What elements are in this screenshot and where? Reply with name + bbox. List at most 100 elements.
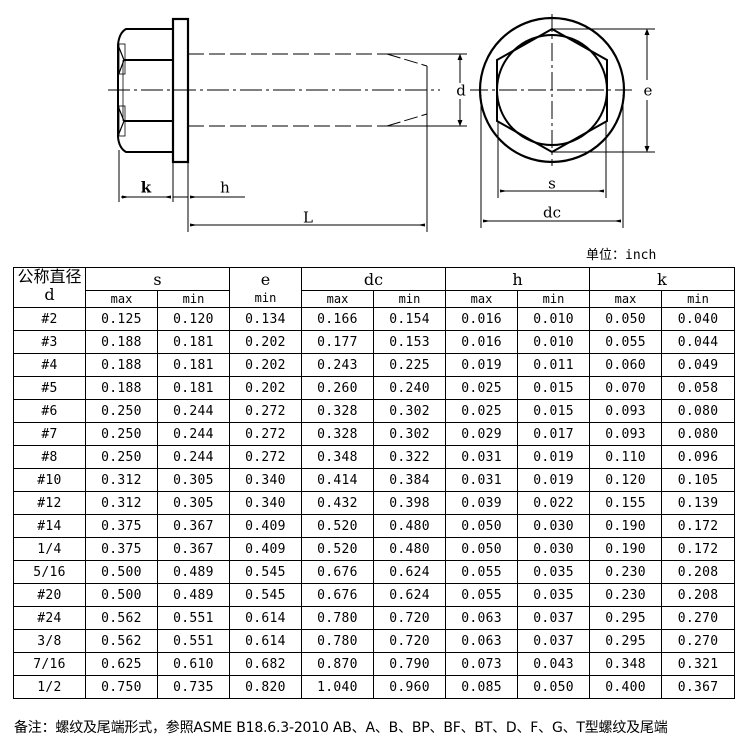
cell-k-min: 0.080 <box>661 399 736 423</box>
cell-h-min: 0.015 <box>517 399 591 423</box>
cell-k-min: 0.058 <box>661 376 736 400</box>
cell-nominal-d: #4 <box>13 353 86 377</box>
cell-s-min: 0.120 <box>157 307 230 331</box>
shank <box>188 53 467 127</box>
cell-s-max: 0.188 <box>85 376 158 400</box>
cell-k-min: 0.105 <box>661 468 736 492</box>
hex-head-end-view <box>470 14 632 166</box>
cell-s-min: 0.551 <box>157 629 230 653</box>
cell-k-max: 0.230 <box>589 560 663 584</box>
cell-k-max: 0.055 <box>589 330 663 354</box>
cell-h-min: 0.037 <box>517 629 591 653</box>
cell-nominal-d: #5 <box>13 376 86 400</box>
header-nominal-symbol: d <box>44 285 55 304</box>
cell-k-min: 0.040 <box>661 307 736 331</box>
cell-h-min: 0.019 <box>517 468 591 492</box>
cell-s-min: 0.367 <box>157 537 230 561</box>
cell-nominal-d: #24 <box>13 606 86 630</box>
header-k-max: max <box>589 290 663 308</box>
cell-k-max: 0.400 <box>589 675 663 699</box>
cell-s-max: 0.375 <box>85 537 158 561</box>
cell-nominal-d: 1/2 <box>13 675 86 699</box>
cell-dc-max: 0.676 <box>301 560 374 584</box>
cell-dc-min: 0.480 <box>372 514 447 538</box>
cell-k-max: 0.295 <box>589 606 663 630</box>
cell-s-min: 0.244 <box>157 399 230 423</box>
length-dimensions <box>118 114 428 232</box>
dc-label: dc <box>542 203 562 222</box>
cell-dc-max: 0.780 <box>301 606 374 630</box>
cell-k-min: 0.096 <box>661 445 736 469</box>
cell-k-min: 0.049 <box>661 353 736 377</box>
cell-dc-min: 0.154 <box>372 307 447 331</box>
cell-dc-max: 0.166 <box>301 307 374 331</box>
hex-head-side-view <box>117 28 173 153</box>
cell-h-min: 0.010 <box>517 330 591 354</box>
header-h: h <box>445 267 591 291</box>
L-label: L <box>303 208 313 227</box>
cell-nominal-d: #7 <box>13 422 86 446</box>
header-e-symbol: e <box>260 270 271 289</box>
cell-s-max: 0.500 <box>85 583 158 607</box>
cell-k-max: 0.093 <box>589 422 663 446</box>
cell-s-max: 0.188 <box>85 330 158 354</box>
cell-k-max: 0.050 <box>589 307 663 331</box>
cell-s-min: 0.305 <box>157 491 230 515</box>
cell-s-min: 0.551 <box>157 606 230 630</box>
cell-k-min: 0.208 <box>661 560 736 584</box>
cell-k-max: 0.348 <box>589 652 663 676</box>
cell-dc-min: 0.398 <box>372 491 447 515</box>
cell-dc-min: 0.384 <box>372 468 447 492</box>
cell-h-max: 0.085 <box>445 675 519 699</box>
cell-h-max: 0.050 <box>445 537 519 561</box>
cell-s-max: 0.750 <box>85 675 158 699</box>
cell-nominal-d: 7/16 <box>13 652 86 676</box>
cell-s-min: 0.244 <box>157 422 230 446</box>
cell-h-max: 0.039 <box>445 491 519 515</box>
cell-h-max: 0.073 <box>445 652 519 676</box>
header-e-min: min <box>254 291 277 305</box>
cell-h-min: 0.037 <box>517 606 591 630</box>
cell-e-min: 0.545 <box>229 560 302 584</box>
cell-dc-min: 0.624 <box>372 583 447 607</box>
header-dc-min: min <box>372 290 447 308</box>
cell-dc-min: 0.624 <box>372 560 447 584</box>
header-s-min: min <box>157 290 230 308</box>
cell-dc-max: 0.243 <box>301 353 374 377</box>
cell-e-min: 0.272 <box>229 445 302 469</box>
cell-k-min: 0.172 <box>661 514 736 538</box>
cell-k-max: 0.070 <box>589 376 663 400</box>
cell-s-max: 0.312 <box>85 491 158 515</box>
cell-h-max: 0.025 <box>445 399 519 423</box>
cell-s-max: 0.312 <box>85 468 158 492</box>
cell-e-min: 0.202 <box>229 330 302 354</box>
cell-dc-max: 1.040 <box>301 675 374 699</box>
cell-h-min: 0.030 <box>517 537 591 561</box>
cell-dc-min: 0.720 <box>372 606 447 630</box>
cell-k-max: 0.190 <box>589 514 663 538</box>
header-nominal-label: 公称直径 <box>17 267 82 286</box>
cell-h-min: 0.030 <box>517 514 591 538</box>
cell-dc-max: 0.520 <box>301 537 374 561</box>
cell-dc-max: 0.348 <box>301 445 374 469</box>
header-h-min: min <box>517 290 591 308</box>
cell-dc-min: 0.960 <box>372 675 447 699</box>
cell-h-min: 0.050 <box>517 675 591 699</box>
cell-k-min: 0.139 <box>661 491 736 515</box>
cell-k-min: 0.367 <box>661 675 736 699</box>
cell-s-min: 0.305 <box>157 468 230 492</box>
cell-e-min: 0.409 <box>229 514 302 538</box>
cell-e-min: 0.340 <box>229 491 302 515</box>
header-e: e min <box>229 267 302 308</box>
cell-s-min: 0.489 <box>157 560 230 584</box>
cell-e-min: 0.614 <box>229 629 302 653</box>
cell-k-max: 0.190 <box>589 537 663 561</box>
cell-h-min: 0.035 <box>517 583 591 607</box>
